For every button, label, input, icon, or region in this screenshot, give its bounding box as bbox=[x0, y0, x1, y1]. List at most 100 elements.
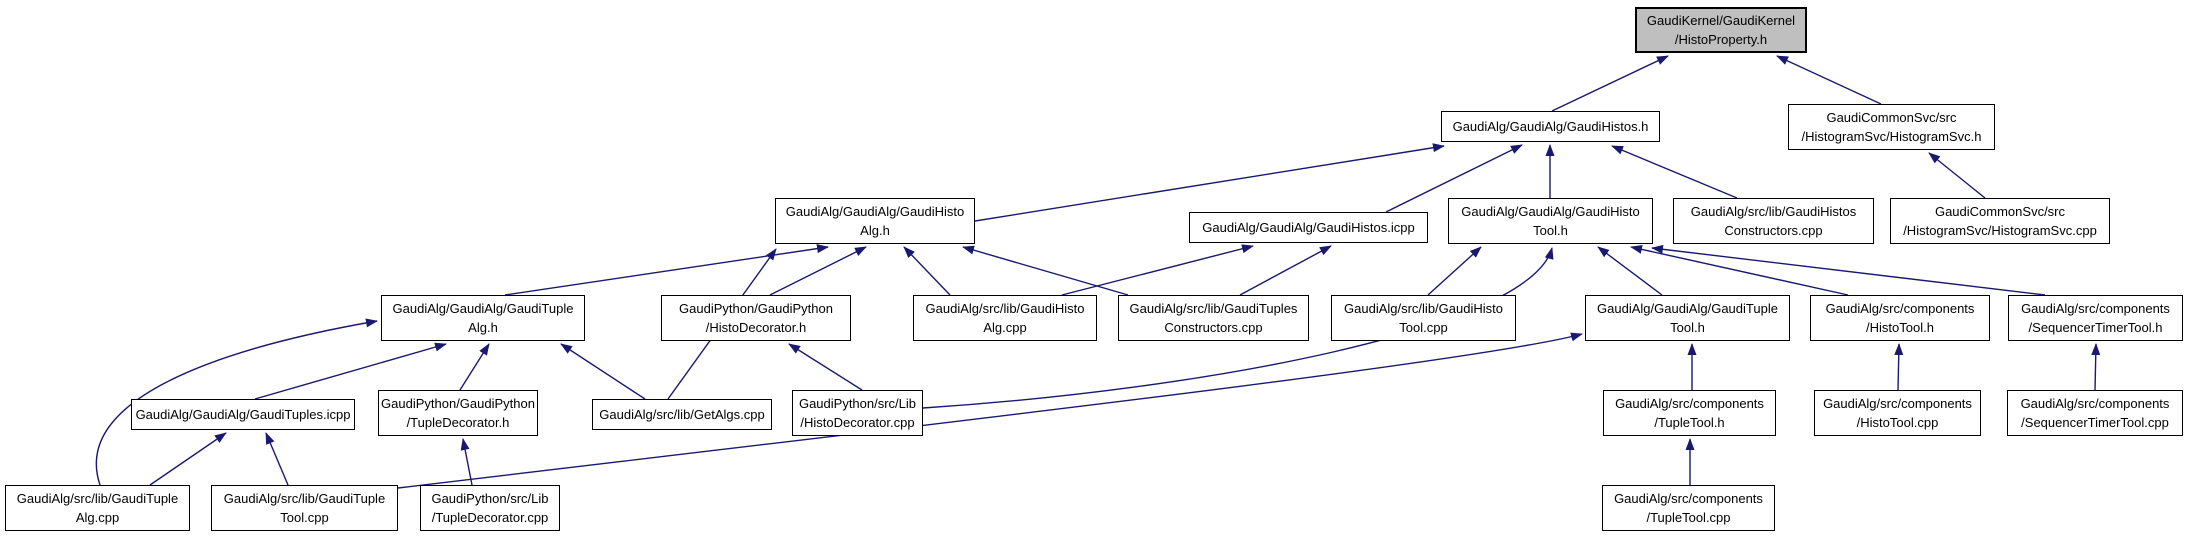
node-histotool_cpp[interactable]: GaudiAlg/src/components/HistoTool.cpp bbox=[1814, 390, 1981, 436]
node-label-line: GaudiPython/GaudiPython bbox=[679, 301, 833, 316]
node-gaudihistos_h[interactable]: GaudiAlg/GaudiAlg/GaudiHistos.h bbox=[1441, 111, 1660, 142]
node-label-line: GaudiAlg/src/lib/GaudiHisto bbox=[1344, 301, 1503, 316]
edge-gauditupletool_cpp-to-gauditupletool_h bbox=[397, 332, 1583, 489]
node-label-line: GaudiAlg/src/lib/GaudiHistos bbox=[1690, 204, 1857, 219]
edge-gauditupletool_h-to-gaudihistotool_h bbox=[1597, 246, 1663, 296]
node-tupletool_cpp[interactable]: GaudiAlg/src/components/TupleTool.cpp bbox=[1602, 485, 1775, 531]
edge-gaudihistos_h-to-histoproperty_h bbox=[1551, 55, 1669, 112]
node-label-line: GaudiAlg/GaudiAlg/GaudiHistos.icpp bbox=[1202, 220, 1415, 235]
node-label-line: GaudiAlg/GaudiAlg/GaudiTuple bbox=[392, 301, 574, 316]
node-label-line: GaudiPython/GaudiPython bbox=[381, 396, 535, 411]
node-label-line: /TupleTool.cpp bbox=[1646, 510, 1731, 525]
node-label-line: GaudiAlg/GaudiAlg/GaudiHisto bbox=[785, 204, 965, 219]
edge-histogramsvc_h-to-histoproperty_h bbox=[1776, 55, 1882, 105]
node-label-line: GaudiAlg/GaudiAlg/GaudiHisto bbox=[1461, 204, 1640, 219]
node-histogramsvc_h[interactable]: GaudiCommonSvc/src/HistogramSvc/Histogra… bbox=[1788, 104, 1995, 150]
edge-tupledecorator_cpp-to-tupledecorator_h bbox=[460, 438, 473, 486]
edge-gaudituplesconstructors_cpp-to-gaudihistos_icpp bbox=[1239, 245, 1332, 296]
node-label-line: Tool.h bbox=[1533, 223, 1568, 238]
node-label-line: GaudiPython/src/Lib bbox=[798, 396, 917, 411]
edge-sequencertimertool_h-to-gaudihistotool_h bbox=[1651, 244, 2046, 296]
node-label-line: /TupleDecorator.cpp bbox=[431, 510, 549, 525]
node-label-line: /HistoDecorator.h bbox=[705, 320, 807, 335]
node-label-line: GaudiAlg/src/lib/GaudiHisto bbox=[925, 301, 1085, 316]
node-tupledecorator_h[interactable]: GaudiPython/GaudiPython/TupleDecorator.h bbox=[378, 390, 538, 436]
node-sequencertimertool_cpp[interactable]: GaudiAlg/src/components/SequencerTimerTo… bbox=[2007, 390, 2183, 436]
node-label-line: GaudiCommonSvc/src bbox=[1826, 110, 1957, 125]
node-gaudituples_icpp[interactable]: GaudiAlg/GaudiAlg/GaudiTuples.icpp bbox=[131, 399, 355, 430]
node-label-line: Alg.cpp bbox=[75, 510, 120, 525]
node-label-line: Alg.h bbox=[860, 223, 890, 238]
edge-gaudihistosconstructors_cpp-to-gaudihistos_h bbox=[1611, 145, 1738, 199]
node-histodecorator_h[interactable]: GaudiPython/GaudiPython/HistoDecorator.h bbox=[661, 295, 851, 341]
node-histotool_h[interactable]: GaudiAlg/src/components/HistoTool.h bbox=[1810, 295, 1990, 341]
node-label-line: /TupleTool.h bbox=[1654, 415, 1725, 430]
node-label-line: GaudiAlg/src/components bbox=[1823, 396, 1972, 411]
node-label-line: GaudiAlg/GaudiAlg/GaudiTuple bbox=[1597, 301, 1778, 316]
node-label-line: Alg.h bbox=[468, 320, 498, 335]
node-label-line: GaudiAlg/src/lib/GaudiTuples bbox=[1129, 301, 1298, 316]
node-label-line: GaudiAlg/src/components bbox=[1615, 396, 1764, 411]
node-label-line: Tool.h bbox=[1670, 320, 1705, 335]
node-label-line: Tool.cpp bbox=[1399, 320, 1448, 335]
node-label-line: GaudiAlg/src/components bbox=[1825, 301, 1975, 316]
node-tupledecorator_cpp[interactable]: GaudiPython/src/Lib/TupleDecorator.cpp bbox=[420, 485, 560, 531]
node-label-line: GaudiAlg/GaudiAlg/GaudiHistos.h bbox=[1452, 119, 1649, 134]
edge-gaudihistoalg_cpp-to-gaudihistoalg_h bbox=[903, 246, 951, 296]
node-getalgs_cpp[interactable]: GaudiAlg/src/lib/GetAlgs.cpp bbox=[592, 399, 772, 430]
node-label-line: /SequencerTimerTool.cpp bbox=[2021, 415, 2169, 430]
node-label-line: Constructors.cpp bbox=[1164, 320, 1263, 335]
node-label-line: GaudiAlg/src/components bbox=[2020, 396, 2170, 411]
node-histodecorator_cpp[interactable]: GaudiPython/src/Lib/HistoDecorator.cpp bbox=[792, 390, 923, 436]
node-label-line: /HistogramSvc/HistogramSvc.cpp bbox=[1903, 223, 2097, 238]
node-label-line: GaudiAlg/src/components bbox=[1614, 491, 1763, 506]
node-label-line: GaudiKernel/GaudiKernel bbox=[1646, 13, 1796, 28]
edge-histogramsvc_cpp-to-histogramsvc_h bbox=[1928, 152, 1986, 199]
node-label-line: GaudiAlg/src/lib/GaudiTuple bbox=[223, 491, 386, 506]
edge-histodecorator_cpp-to-histodecorator_h bbox=[788, 343, 863, 391]
edge-gaudituplealg_h-to-gaudihistoalg_h bbox=[504, 244, 829, 296]
edge-gaudihistoalg_h-to-gaudihistos_h bbox=[974, 143, 1445, 222]
node-gaudihistos_icpp[interactable]: GaudiAlg/GaudiAlg/GaudiHistos.icpp bbox=[1189, 212, 1428, 243]
node-label-line: GaudiPython/src/Lib bbox=[431, 491, 549, 506]
edge-gauditupletool_cpp-to-gaudituples_icpp bbox=[265, 432, 289, 486]
node-label-line: /HistoDecorator.cpp bbox=[800, 415, 915, 430]
edge-gaudituplesconstructors_cpp-to-gaudihistoalg_h bbox=[962, 245, 1129, 296]
node-label-line: GaudiAlg/GaudiAlg/GaudiTuples.icpp bbox=[135, 407, 351, 422]
node-label-line: GaudiAlg/src/lib/GaudiTuple bbox=[16, 491, 179, 506]
edge-histodecorator_h-to-gaudihistoalg_h bbox=[769, 246, 867, 296]
node-histoproperty_h[interactable]: GaudiKernel/GaudiKernel/HistoProperty.h bbox=[1635, 7, 1807, 53]
node-label-line: /SequencerTimerTool.h bbox=[2028, 320, 2163, 335]
node-label-line: /TupleDecorator.h bbox=[406, 415, 510, 430]
node-label-line: Tool.cpp bbox=[280, 510, 329, 525]
node-label-line: /HistoProperty.h bbox=[1674, 32, 1768, 47]
edge-gaudihistotool_cpp-to-gaudihistotool_h bbox=[1427, 246, 1482, 296]
node-sequencertimertool_h[interactable]: GaudiAlg/src/components/SequencerTimerTo… bbox=[2008, 295, 2183, 341]
node-tupletool_h[interactable]: GaudiAlg/src/components/TupleTool.h bbox=[1603, 390, 1776, 436]
edge-gaudituplealg_cpp-to-gaudituples_icpp bbox=[149, 432, 227, 486]
edge-sequencertimertool_cpp-to-sequencertimertool_h bbox=[2091, 343, 2101, 391]
edge-getalgs_cpp-to-gaudituplealg_h bbox=[560, 343, 646, 400]
node-label-line: GaudiAlg/src/components bbox=[2021, 301, 2170, 316]
edge-histotool_h-to-gaudihistotool_h bbox=[1630, 244, 1849, 296]
node-label-line: GaudiCommonSvc/src bbox=[1934, 204, 2066, 219]
node-label-line: GaudiAlg/src/lib/GetAlgs.cpp bbox=[599, 407, 765, 422]
node-label-line: /HistoTool.h bbox=[1866, 320, 1934, 335]
edge-gaudihistoalg_cpp-to-gaudihistos_icpp bbox=[1061, 244, 1254, 296]
node-histogramsvc_cpp[interactable]: GaudiCommonSvc/src/HistogramSvc/Histogra… bbox=[1890, 198, 2110, 244]
node-label-line: /HistogramSvc/HistogramSvc.h bbox=[1801, 129, 1982, 144]
edge-histotool_cpp-to-histotool_h bbox=[1894, 343, 1904, 391]
node-label-line: Constructors.cpp bbox=[1724, 223, 1823, 238]
